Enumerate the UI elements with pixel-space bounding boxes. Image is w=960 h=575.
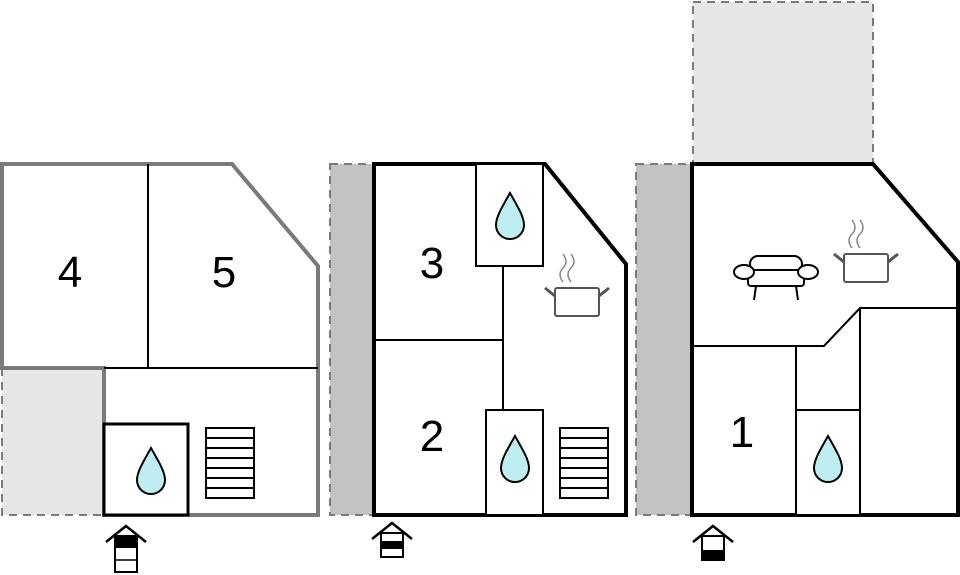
- floor-upper: 4 5: [0, 162, 320, 573]
- room-label-2: 2: [420, 412, 444, 461]
- floor-ground: 1: [635, 1, 960, 561]
- outdoor-area: [329, 163, 375, 516]
- wall: [692, 307, 958, 347]
- room-label-5: 5: [212, 248, 236, 297]
- room-label-3: 3: [420, 239, 444, 288]
- entrance-house-icon: [371, 521, 413, 558]
- sofa-icon: [733, 255, 819, 301]
- floor-middle: 3 2: [329, 162, 628, 558]
- outdoor-area: [692, 1, 874, 165]
- room-label-4: 4: [58, 248, 82, 297]
- outdoor-area: [1, 367, 105, 516]
- outdoor-area: [635, 163, 693, 516]
- entrance-house-icon: [105, 524, 147, 573]
- stairs-icon: [559, 427, 609, 499]
- entrance-house-icon: [692, 524, 734, 561]
- room-label-1: 1: [730, 408, 754, 457]
- floor-outline: [690, 162, 960, 517]
- stairs-icon: [205, 427, 255, 499]
